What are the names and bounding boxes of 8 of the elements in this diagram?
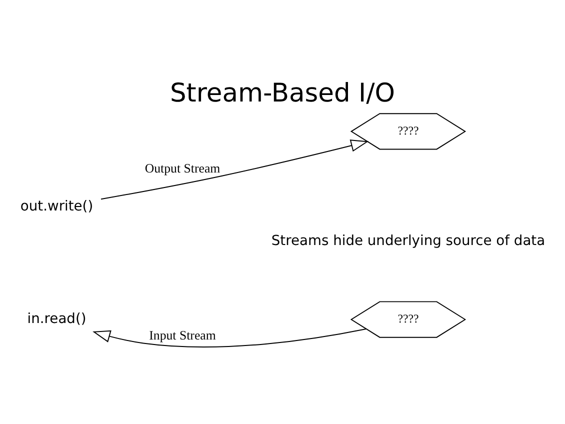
label: Streams hide underlying source of data (271, 232, 546, 249)
arrow (92, 328, 366, 348)
edge-label: Input Stream (149, 328, 216, 343)
node-text: in.read() (27, 311, 86, 328)
diagram-title: Stream-Based I/O (170, 78, 396, 109)
arrow (100, 140, 369, 200)
node-text: out.write() (20, 198, 94, 214)
edge-label: Output Stream (144, 161, 220, 176)
